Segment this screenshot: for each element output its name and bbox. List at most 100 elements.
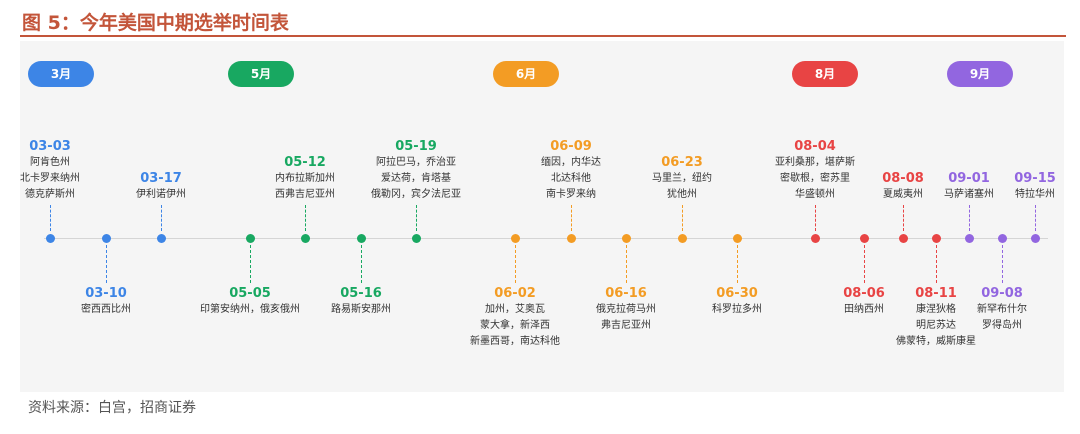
event-date: 09-01: [948, 171, 990, 186]
event-date: 08-06: [843, 286, 885, 301]
event-connector: [969, 205, 970, 231]
event-connector: [737, 245, 738, 283]
event-dot: [859, 234, 869, 243]
event-states-line: 罗得岛州: [982, 320, 1022, 331]
event-date: 03-17: [140, 171, 182, 186]
event-date: 06-30: [716, 286, 758, 301]
event-dot: [677, 234, 687, 243]
event-states-line: 德克萨斯州: [25, 189, 75, 200]
event-date: 06-02: [494, 286, 536, 301]
event-states-line: 康涅狄格: [916, 304, 956, 315]
event-states-line: 蒙大拿，新泽西: [480, 320, 550, 331]
event-states-line: 密西西比州: [81, 304, 131, 315]
event-connector: [161, 205, 162, 231]
event-states-line: 俄克拉荷马州: [596, 304, 656, 315]
event-states-line: 亚利桑那，堪萨斯: [775, 157, 855, 168]
event-connector: [106, 245, 107, 283]
event-label: 08-06 田纳西州: [804, 285, 924, 318]
event-states-line: 爱达荷，肯塔基: [381, 173, 451, 184]
event-date: 05-16: [340, 286, 382, 301]
event-date: 05-12: [284, 155, 326, 170]
event-connector: [515, 245, 516, 283]
event-states-line: 内布拉斯加州: [275, 173, 335, 184]
event-dot: [997, 234, 1007, 243]
event-connector: [815, 205, 816, 231]
event-connector: [250, 245, 251, 283]
month-pill-5: 9月: [947, 61, 1013, 87]
event-connector: [361, 245, 362, 283]
event-states-line: 北卡罗来纳州: [20, 173, 80, 184]
event-states-line: 田纳西州: [844, 304, 884, 315]
event-connector: [305, 205, 306, 231]
month-pill-3: 6月: [493, 61, 559, 87]
month-pill-2: 5月: [228, 61, 294, 87]
event-connector: [682, 205, 683, 231]
event-dot: [101, 234, 111, 243]
event-dot: [931, 234, 941, 243]
event-date: 05-05: [229, 286, 271, 301]
event-states-line: 阿肯色州: [30, 157, 70, 168]
event-dot: [621, 234, 631, 243]
event-connector: [50, 205, 51, 231]
event-date: 09-15: [1014, 171, 1056, 186]
event-states-line: 犹他州: [667, 189, 697, 200]
event-states-line: 缅因，内华达: [541, 157, 601, 168]
event-connector: [1002, 245, 1003, 283]
month-pill-4: 8月: [792, 61, 858, 87]
event-date: 09-08: [981, 286, 1023, 301]
event-connector: [936, 245, 937, 283]
event-date: 05-19: [395, 139, 437, 154]
event-states-line: 阿拉巴马，乔治亚: [376, 157, 456, 168]
event-connector: [1035, 205, 1036, 231]
event-states-line: 北达科他: [551, 173, 591, 184]
event-dot: [300, 234, 310, 243]
event-date: 06-09: [550, 139, 592, 154]
event-label: 05-19 阿拉巴马，乔治亚爱达荷，肯塔基俄勒冈，宾夕法尼亚: [356, 138, 476, 203]
event-states-line: 马萨诸塞州: [944, 189, 994, 200]
event-states-line: 华盛顿州: [795, 189, 835, 200]
event-states-line: 印第安纳州，俄亥俄州: [200, 304, 300, 315]
event-date: 08-04: [794, 139, 836, 154]
event-date: 08-08: [882, 171, 924, 186]
event-states-line: 弗吉尼亚州: [601, 320, 651, 331]
event-states-line: 马里兰，纽约: [652, 173, 712, 184]
event-label: 08-08 夏威夷州: [843, 170, 963, 203]
event-dot: [510, 234, 520, 243]
event-dot: [156, 234, 166, 243]
event-date: 06-16: [605, 286, 647, 301]
event-label: 09-08 新罕布什尔罗得岛州: [942, 285, 1062, 334]
event-states-line: 新罕布什尔: [977, 304, 1027, 315]
event-dot: [356, 234, 366, 243]
event-states-line: 密歇根，密苏里: [780, 173, 850, 184]
event-states-line: 明尼苏达: [916, 320, 956, 331]
event-states-line: 夏威夷州: [883, 189, 923, 200]
event-label: 09-01 马萨诸塞州: [909, 170, 1029, 203]
event-connector: [626, 245, 627, 283]
event-label: 06-16 俄克拉荷马州弗吉尼亚州: [566, 285, 686, 334]
timeline-axis: [44, 238, 1048, 239]
timeline-panel: [20, 41, 1064, 392]
event-dot: [245, 234, 255, 243]
event-dot: [810, 234, 820, 243]
event-label: 08-04 亚利桑那，堪萨斯密歇根，密苏里华盛顿州: [755, 138, 875, 203]
event-dot: [411, 234, 421, 243]
title-underline: [20, 35, 1066, 37]
source-note: 资料来源：白宫，招商证券: [28, 400, 196, 416]
event-states-line: 伊利诺伊州: [136, 189, 186, 200]
event-connector: [864, 245, 865, 283]
event-states-line: 佛蒙特，威斯康星: [896, 336, 976, 347]
month-pill-1: 3月: [28, 61, 94, 87]
event-label: 06-23 马里兰，纽约犹他州: [622, 154, 742, 203]
event-date: 08-11: [915, 286, 957, 301]
event-states-line: 西弗吉尼亚州: [275, 189, 335, 200]
event-date: 03-10: [85, 286, 127, 301]
event-states-line: 科罗拉多州: [712, 304, 762, 315]
event-states-line: 新墨西哥，南达科他: [470, 336, 560, 347]
event-dot: [45, 234, 55, 243]
event-states-line: 俄勒冈，宾夕法尼亚: [371, 189, 461, 200]
event-date: 06-23: [661, 155, 703, 170]
